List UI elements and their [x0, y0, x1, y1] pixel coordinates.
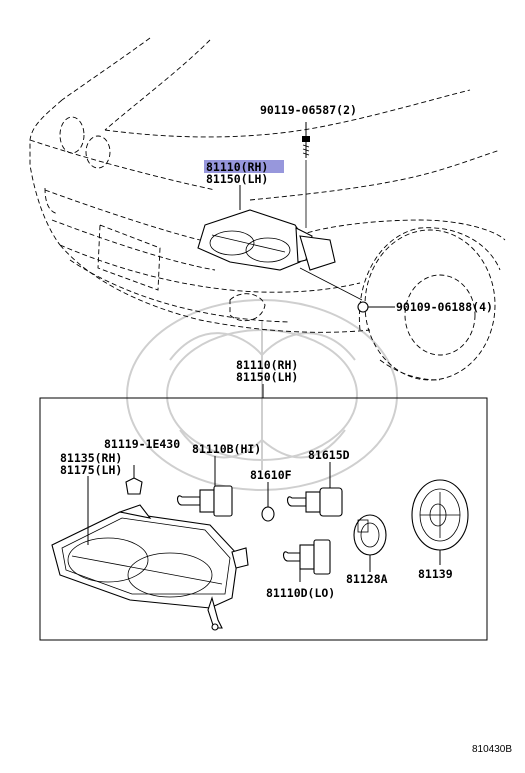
headlamp-assembly: [51, 504, 249, 631]
label-bulb-hi: 81110B(HI): [192, 442, 261, 456]
label-side-screw: 81119-1E430: [104, 437, 180, 451]
label-side-lamp-rh: 81135(RH): [60, 451, 122, 465]
upper-bolt: [302, 122, 310, 228]
label-assy-lh-top: 81150(LH): [206, 172, 268, 186]
d-bulb: [286, 462, 343, 517]
side-screw: [125, 465, 143, 495]
lower-bolt: [299, 267, 395, 313]
label-cover: 81139: [418, 567, 453, 581]
label-assy-lh-detail: 81150(LH): [236, 370, 298, 384]
label-bulb-lo: 81110D(LO): [266, 586, 335, 600]
small-bulb: [261, 482, 275, 522]
label-side-lamp-lh: 81175(LH): [60, 463, 122, 477]
label-bulb-d: 81615D: [308, 448, 350, 462]
label-assy-rh-top[interactable]: 81110(RH): [206, 160, 268, 174]
selected-part-highlight: [204, 160, 284, 173]
label-upper-bolt: 90119-06587(2): [260, 103, 357, 117]
watermark-emblem: [126, 299, 398, 491]
label-bulb-small: 81610F: [250, 468, 292, 482]
catalog-number: 810430B: [472, 744, 512, 755]
lo-bulb: [282, 539, 331, 582]
installed-headlamp: [197, 209, 336, 271]
label-lower-bolt: 90109-06188(4): [396, 300, 493, 314]
vehicle-front-outline: [29, 37, 506, 381]
label-socket: 81128A: [346, 572, 388, 586]
label-assy-rh-detail: 81110(RH): [236, 358, 298, 372]
cover: [411, 479, 469, 565]
hi-bulb: [176, 456, 233, 517]
detail-box: [39, 397, 488, 641]
socket: [353, 514, 387, 572]
